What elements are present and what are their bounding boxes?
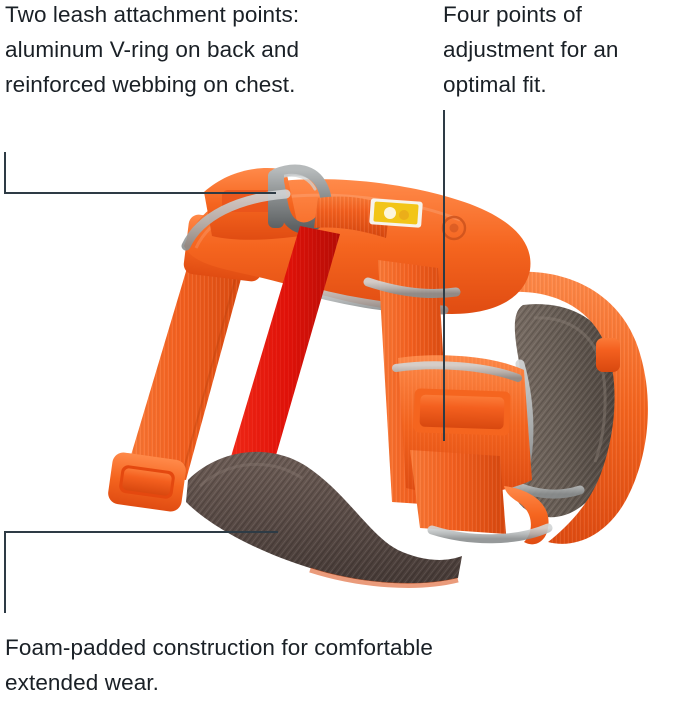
leader-line-adjustment-vertical [443,110,445,441]
right-side-tab [596,338,620,372]
girth-reflective-trim [363,277,461,298]
leader-line-foam-horizontal [4,531,278,533]
right-foam-panel [510,304,620,518]
lower-right-webbing [410,450,553,545]
leader-line-leash-vertical [4,152,6,194]
leader-line-foam-vertical [4,531,6,613]
leader-line-leash-horizontal [4,192,276,194]
annotation-four-points-adjustment: Four points of adjustment for an optimal… [443,2,619,97]
bottom-left-keeper [108,452,186,512]
logo-patch [369,198,423,228]
left-shoulder-strap [126,238,250,480]
dog-harness-illustration [0,150,679,590]
annotation-foam-padded: Foam-padded construction for comfortable… [5,635,433,695]
chest-foam-panel [186,451,462,588]
annotation-leash-attachment: Two leash attachment points: aluminum V-… [5,2,300,97]
center-red-strap [224,226,340,490]
